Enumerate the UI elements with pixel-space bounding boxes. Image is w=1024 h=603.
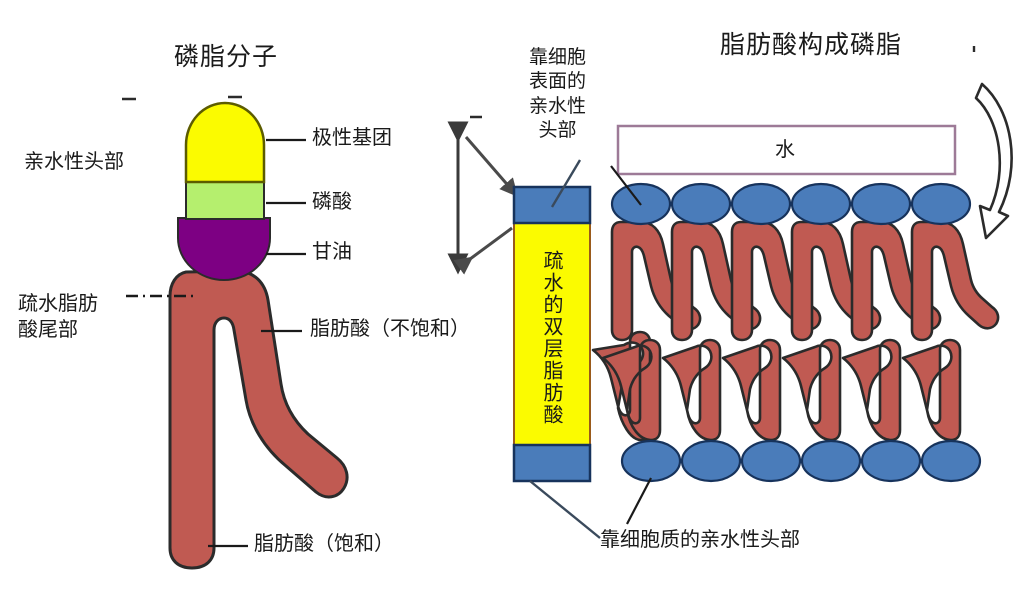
phosphate-shape — [185, 180, 265, 220]
label-hydrophilic-head: 亲水性头部 — [24, 151, 124, 173]
phospholipid-head — [620, 439, 682, 483]
leader-bottom-head-membrane — [626, 477, 652, 525]
phospholipid-head — [860, 439, 922, 483]
polar-head-shape — [184, 101, 266, 184]
label-hydrophobic-bilayer-core: 疏水的双层脂肪酸 — [540, 250, 562, 426]
lipid-bilayer — [591, 165, 1000, 525]
label-bar-top-head: 靠细胞 表面的 亲水性 头部 — [529, 47, 587, 141]
double-arrow-icon — [447, 115, 518, 275]
phospholipid-head — [800, 439, 862, 483]
label-glycerol: 甘油 — [312, 241, 352, 263]
label-hydrophobic-tail: 疏水脂肪 酸尾部 — [18, 293, 98, 341]
phospholipid-head — [850, 182, 912, 226]
lower-leaflet-heads — [620, 439, 982, 483]
phospholipid-head — [730, 182, 792, 226]
bar-bottom-head-band — [512, 443, 592, 483]
page-title-left: 磷脂分子 — [174, 44, 279, 71]
membrane-bar-diagram — [512, 159, 601, 539]
label-polar-group: 极性基团 — [312, 127, 392, 149]
single-phospholipid-molecule — [122, 95, 349, 570]
phospholipid-head — [920, 439, 982, 483]
curved-arrow-icon — [972, 46, 1013, 240]
phospholipid-head — [910, 182, 972, 226]
label-fatty-acid-unsaturated: 脂肪酸（不饱和） — [310, 318, 470, 340]
glycerol-shape — [177, 217, 271, 281]
upper-leaflet-heads — [610, 182, 972, 226]
fatty-acid-tail-shape — [168, 269, 349, 570]
label-water: 水 — [775, 139, 795, 161]
bar-core — [513, 220, 591, 448]
label-fatty-acid-saturated: 脂肪酸（饱和） — [254, 533, 394, 555]
lower-leaflet-tails — [591, 330, 962, 442]
phospholipid-head — [670, 182, 732, 226]
pointer-to-top-band — [464, 136, 518, 197]
phospholipid-head — [740, 439, 802, 483]
phospholipid-head — [680, 439, 742, 483]
label-bar-bottom-head: 靠细胞质的亲水性头部 — [600, 529, 800, 551]
label-phosphate: 磷酸 — [312, 191, 352, 213]
page-title-right: 脂肪酸构成磷脂 — [720, 32, 903, 59]
leader-bar-bottom-head — [529, 480, 601, 539]
leader-top-head-membrane — [610, 165, 642, 206]
phospholipid-head — [790, 182, 852, 226]
water-box — [616, 124, 957, 176]
pointer-to-core — [453, 226, 513, 275]
leader-bar-top-head — [550, 159, 582, 208]
upper-leaflet-tails — [610, 220, 1000, 342]
